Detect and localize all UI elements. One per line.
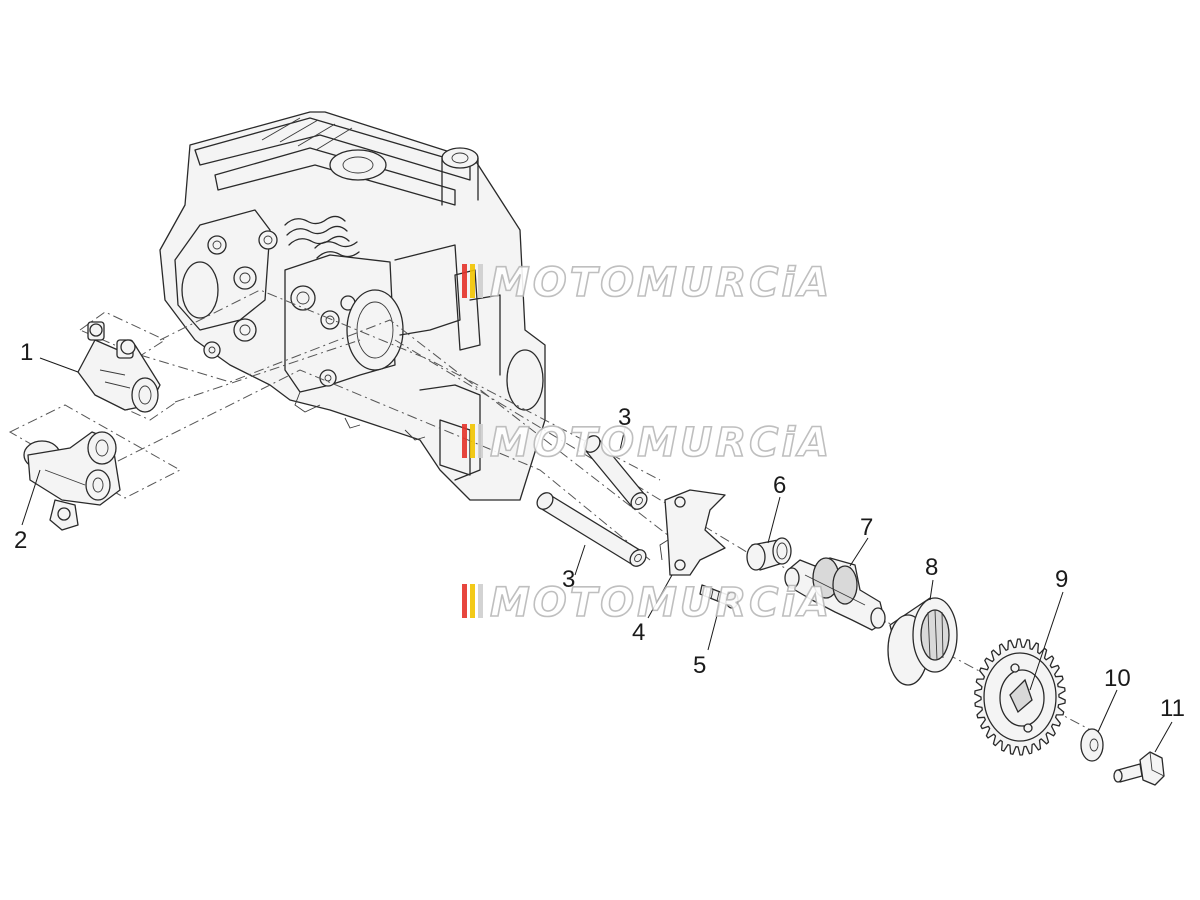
watermark-stripe xyxy=(478,264,483,298)
rocker-arm-2 xyxy=(23,431,121,531)
valve-springs xyxy=(284,215,360,259)
watermark-stripe xyxy=(462,424,467,458)
leader-lines xyxy=(21,357,1173,753)
retaining-plate xyxy=(659,489,726,576)
callout-3-upper: 3 xyxy=(618,404,631,431)
callout-6: 6 xyxy=(773,472,786,499)
callout-labels: 1 2 3 3 4 5 6 7 8 9 10 11 xyxy=(14,339,1185,722)
watermark-1: MOTOMURCiA xyxy=(462,259,832,307)
camshaft xyxy=(784,557,886,631)
bolt xyxy=(1113,751,1165,786)
watermark-stripe xyxy=(462,264,467,298)
screw xyxy=(699,584,739,609)
callout-7: 7 xyxy=(860,514,873,541)
cylinder-head xyxy=(159,111,546,501)
watermark-text: MOTOMURCiA xyxy=(490,580,832,626)
watermark-stripe xyxy=(462,584,467,618)
watermark-stripe xyxy=(478,584,483,618)
rocker-shaft-upper xyxy=(583,435,648,510)
callout-5: 5 xyxy=(693,652,706,679)
watermark-text: MOTOMURCiA xyxy=(490,260,832,306)
watermark-stripe xyxy=(478,424,483,458)
watermark-stripe xyxy=(470,264,475,298)
needle-bushing-small xyxy=(746,537,792,571)
callout-9: 9 xyxy=(1055,566,1068,593)
bearing xyxy=(887,597,958,686)
callout-8: 8 xyxy=(925,554,938,581)
watermark-3: MOTOMURCiA xyxy=(462,579,832,627)
watermark-text: MOTOMURCiA xyxy=(490,420,832,466)
callout-3-lower: 3 xyxy=(562,566,575,593)
callout-11: 11 xyxy=(1160,695,1185,722)
callout-2: 2 xyxy=(14,527,27,554)
washer xyxy=(1080,728,1104,762)
callout-1: 1 xyxy=(20,339,33,366)
rocker-shaft-lower xyxy=(536,492,647,567)
sprocket xyxy=(974,638,1066,756)
watermark-stripe xyxy=(470,424,475,458)
watermark-stripe xyxy=(470,584,475,618)
watermark-2: MOTOMURCiA xyxy=(462,419,832,467)
callout-4: 4 xyxy=(632,619,645,646)
callout-10: 10 xyxy=(1104,665,1131,692)
rocker-arm-1 xyxy=(77,321,161,413)
